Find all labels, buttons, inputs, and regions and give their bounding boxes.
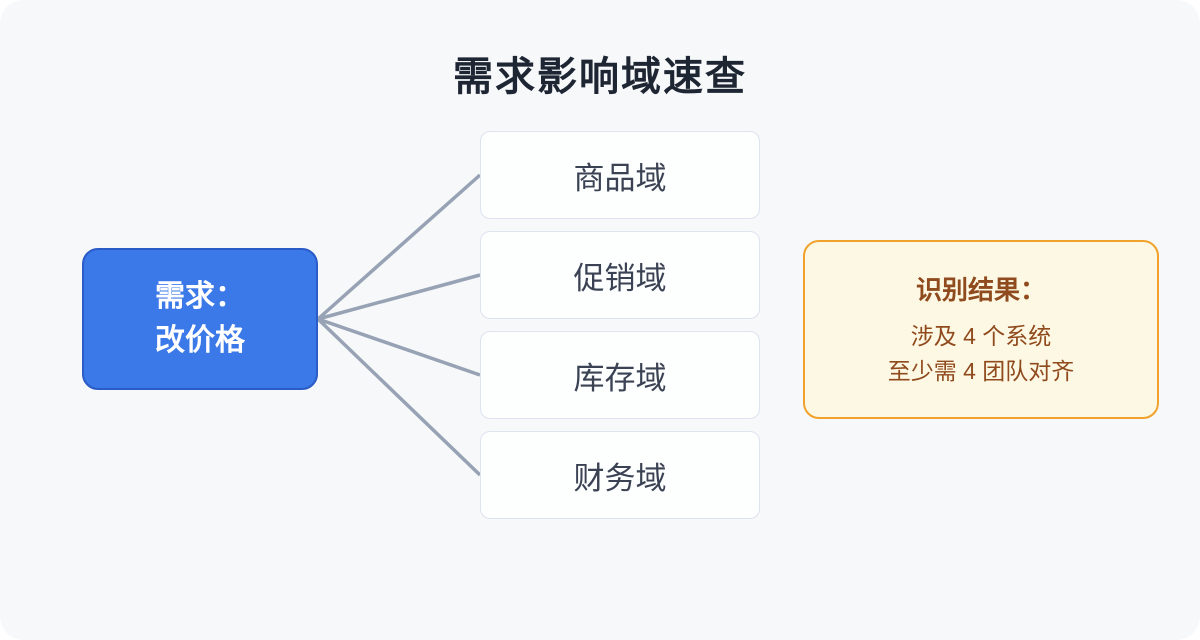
requirement-node-line1: 需求： bbox=[155, 280, 245, 313]
result-heading: 识别结果： bbox=[915, 275, 1046, 305]
result-card: 识别结果： 涉及 4 个系统 至少需 4 团队对齐 bbox=[803, 240, 1159, 419]
domain-label-product: 商品域 bbox=[573, 160, 667, 196]
domain-label-promotion: 促销域 bbox=[573, 260, 667, 296]
domain-label-finance: 财务域 bbox=[573, 460, 667, 496]
domain-node-finance: 财务域 bbox=[480, 431, 760, 519]
domain-label-inventory: 库存域 bbox=[573, 360, 667, 396]
domain-node-inventory: 库存域 bbox=[480, 331, 760, 419]
requirement-node-line2: 改价格 bbox=[155, 324, 245, 357]
page-title: 需求影响域速查 bbox=[453, 55, 747, 99]
domain-node-promotion: 促销域 bbox=[480, 231, 760, 319]
requirement-node: 需求： 改价格 bbox=[82, 248, 318, 390]
result-line-systems: 涉及 4 个系统 bbox=[910, 323, 1052, 349]
result-line-teams: 至少需 4 团队对齐 bbox=[887, 358, 1075, 384]
domain-node-product: 商品域 bbox=[480, 131, 760, 219]
